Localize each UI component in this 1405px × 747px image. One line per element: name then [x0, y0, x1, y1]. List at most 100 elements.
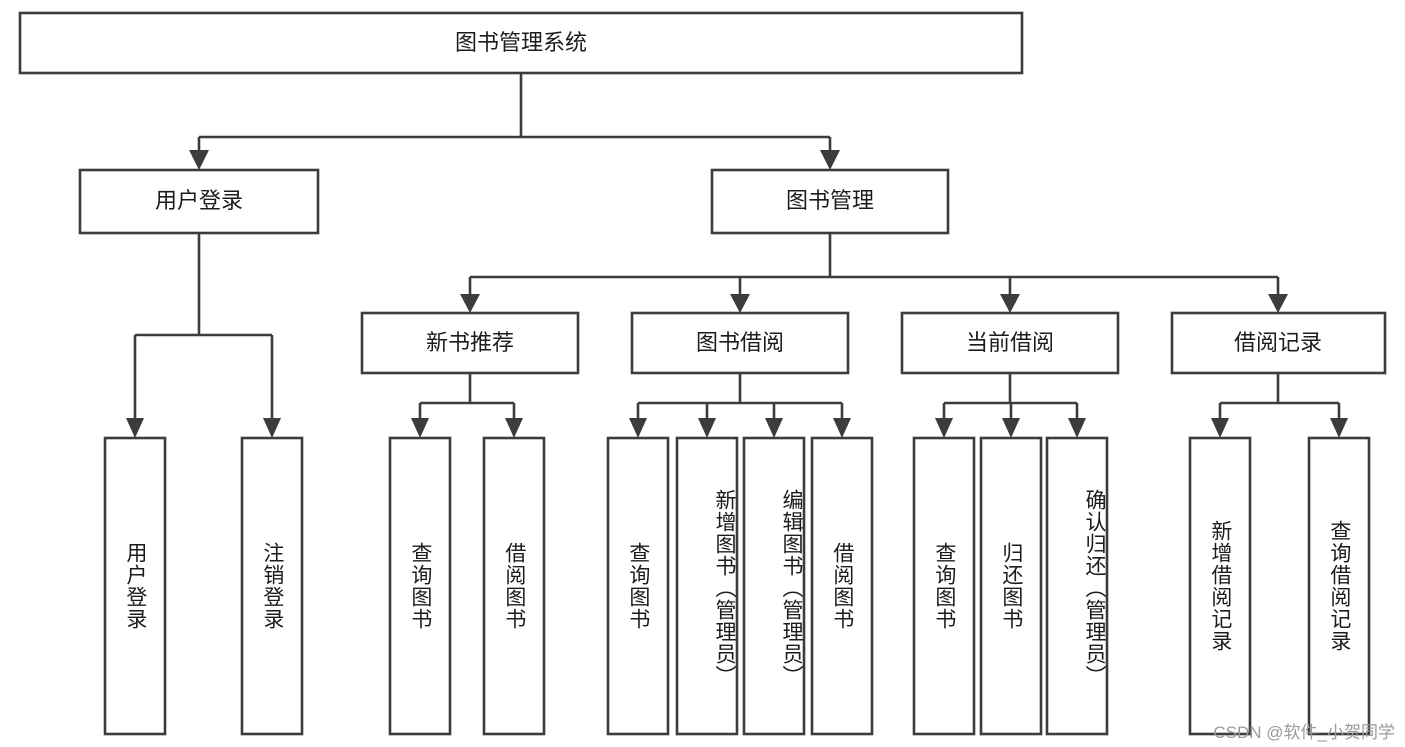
node-leaf-query-book-1-label: 查询图书	[408, 542, 432, 630]
node-book-manage[interactable]: 图书管理	[710, 168, 950, 235]
node-leaf-borrow-book-1-box[interactable]	[482, 436, 546, 736]
node-leaf-logout-label: 注销登录	[260, 542, 284, 630]
node-user-login-label: 用户登录	[155, 188, 243, 213]
node-leaf-query-book-3[interactable]: 查询图书	[912, 436, 976, 736]
node-current-borrow-label: 当前借阅	[966, 330, 1054, 355]
node-leaf-borrow-book-1-label: 借阅图书	[502, 542, 526, 630]
arrowhead-leaf-confirm-return	[1068, 418, 1086, 438]
node-leaf-confirm-return-fo: 确认归还（管理员）	[1083, 489, 1106, 687]
node-leaf-user-login-label: 用户登录	[123, 542, 147, 630]
node-leaf-user-login-box[interactable]	[103, 436, 167, 736]
node-leaf-query-book-1[interactable]: 查询图书	[388, 436, 452, 736]
node-new-book-rec-box[interactable]	[360, 311, 580, 375]
node-leaf-query-record-box[interactable]	[1307, 436, 1371, 736]
arrowhead-leaf-query-record	[1330, 418, 1348, 438]
arrowhead-leaf-borrow-book-2	[833, 418, 851, 438]
node-leaf-confirm-return-box[interactable]	[1045, 436, 1109, 736]
node-leaf-query-book-2[interactable]: 查询图书	[606, 436, 670, 736]
connector-group-user-login	[126, 233, 281, 438]
node-leaf-query-book-1-fo: 查询图书	[408, 542, 432, 630]
node-borrow-record[interactable]: 借阅记录	[1170, 311, 1387, 375]
node-new-book-rec-label: 新书推荐	[426, 330, 514, 355]
node-borrow-record-label: 借阅记录	[1234, 330, 1322, 355]
node-leaf-query-book-3-fo: 查询图书	[932, 542, 956, 630]
arrowhead-leaf-query-book-2	[629, 418, 647, 438]
node-leaf-add-book-fo: 新增图书（管理员）	[713, 489, 736, 687]
arrowhead-leaf-add-record	[1211, 418, 1229, 438]
node-leaf-return-book-label: 归还图书	[999, 542, 1023, 630]
node-leaf-query-book-2-box[interactable]	[606, 436, 670, 736]
arrowhead-book-manage	[820, 150, 840, 170]
node-current-borrow[interactable]: 当前借阅	[900, 311, 1120, 375]
node-leaf-logout[interactable]: 注销登录	[240, 436, 304, 736]
node-book-borrow-box[interactable]	[630, 311, 850, 375]
node-root-label: 图书管理系统	[455, 30, 587, 55]
node-leaf-query-record-fo: 查询借阅记录	[1327, 520, 1351, 652]
connector-group-root	[189, 73, 840, 170]
node-leaf-query-record[interactable]: 查询借阅记录	[1307, 436, 1371, 736]
node-book-manage-box[interactable]	[710, 168, 950, 235]
arrowhead-new-book-rec	[460, 294, 480, 313]
node-leaf-add-record-fo: 新增借阅记录	[1208, 520, 1232, 652]
node-current-borrow-box[interactable]	[900, 311, 1120, 375]
node-leaf-borrow-book-2-fo: 借阅图书	[830, 542, 854, 630]
node-root[interactable]: 图书管理系统	[18, 11, 1024, 75]
node-leaf-add-record[interactable]: 新增借阅记录	[1188, 436, 1252, 736]
node-leaf-add-book-box[interactable]	[675, 436, 739, 736]
node-leaf-query-book-2-fo: 查询图书	[626, 542, 650, 630]
connector-group-book-borrow	[629, 373, 851, 438]
connector-group-current-borrow	[935, 373, 1086, 438]
node-leaf-edit-book[interactable]: 编辑图书（管理员）	[742, 436, 806, 736]
node-leaf-edit-book-box[interactable]	[742, 436, 806, 736]
node-leaf-query-record-label: 查询借阅记录	[1327, 520, 1351, 652]
node-leaf-return-book-box[interactable]	[979, 436, 1043, 736]
node-root-box[interactable]	[18, 11, 1024, 75]
node-leaf-confirm-return-label: 确认归还（管理员）	[1083, 489, 1106, 687]
node-leaf-edit-book-label: 编辑图书（管理员）	[780, 489, 803, 687]
arrowhead-leaf-borrow-book-1	[505, 418, 523, 438]
node-book-borrow-label: 图书借阅	[696, 330, 784, 355]
node-leaf-borrow-book-2[interactable]: 借阅图书	[810, 436, 874, 736]
node-user-login-box[interactable]	[78, 168, 320, 235]
arrowhead-book-borrow	[730, 294, 750, 313]
arrowhead-borrow-record	[1268, 294, 1288, 313]
arrowhead-leaf-logout	[263, 418, 281, 438]
node-leaf-borrow-book-1[interactable]: 借阅图书	[482, 436, 546, 736]
node-leaf-logout-fo: 注销登录	[260, 542, 284, 630]
connector-group-new-book-rec	[411, 373, 523, 438]
node-leaf-add-record-box[interactable]	[1188, 436, 1252, 736]
node-book-manage-label: 图书管理	[786, 188, 874, 213]
node-leaf-borrow-book-2-label: 借阅图书	[830, 542, 854, 630]
arrowhead-leaf-query-book-1	[411, 418, 429, 438]
node-leaf-query-book-3-label: 查询图书	[932, 542, 956, 630]
arrowhead-current-borrow	[1000, 294, 1020, 313]
node-user-login[interactable]: 用户登录	[78, 168, 320, 235]
connector-group-book-manage	[460, 233, 1288, 313]
node-leaf-borrow-book-2-box[interactable]	[810, 436, 874, 736]
node-leaf-edit-book-fo: 编辑图书（管理员）	[780, 489, 803, 687]
node-leaf-return-book-fo: 归还图书	[999, 542, 1023, 630]
node-leaf-add-book[interactable]: 新增图书（管理员）	[675, 436, 739, 736]
arrowhead-leaf-user-login	[126, 418, 144, 438]
arrowhead-leaf-query-book-3	[935, 418, 953, 438]
node-leaf-logout-box[interactable]	[240, 436, 304, 736]
node-leaf-query-book-2-label: 查询图书	[626, 542, 650, 630]
node-leaf-return-book[interactable]: 归还图书	[979, 436, 1043, 736]
arrowhead-leaf-add-book	[698, 418, 716, 438]
node-leaf-query-book-3-box[interactable]	[912, 436, 976, 736]
node-leaf-add-record-label: 新增借阅记录	[1208, 520, 1232, 652]
node-new-book-rec[interactable]: 新书推荐	[360, 311, 580, 375]
arrowhead-leaf-return-book	[1002, 418, 1020, 438]
arrowhead-user-login	[189, 150, 209, 170]
node-leaf-query-book-1-box[interactable]	[388, 436, 452, 736]
node-leaf-confirm-return[interactable]: 确认归还（管理员）	[1045, 436, 1109, 736]
connector-group-borrow-record	[1211, 373, 1348, 438]
node-borrow-record-box[interactable]	[1170, 311, 1387, 375]
node-book-borrow[interactable]: 图书借阅	[630, 311, 850, 375]
node-leaf-borrow-book-1-fo: 借阅图书	[502, 542, 526, 630]
node-leaf-user-login-fo: 用户登录	[123, 542, 147, 630]
node-leaf-add-book-label: 新增图书（管理员）	[713, 489, 736, 687]
node-leaf-user-login[interactable]: 用户登录	[103, 436, 167, 736]
